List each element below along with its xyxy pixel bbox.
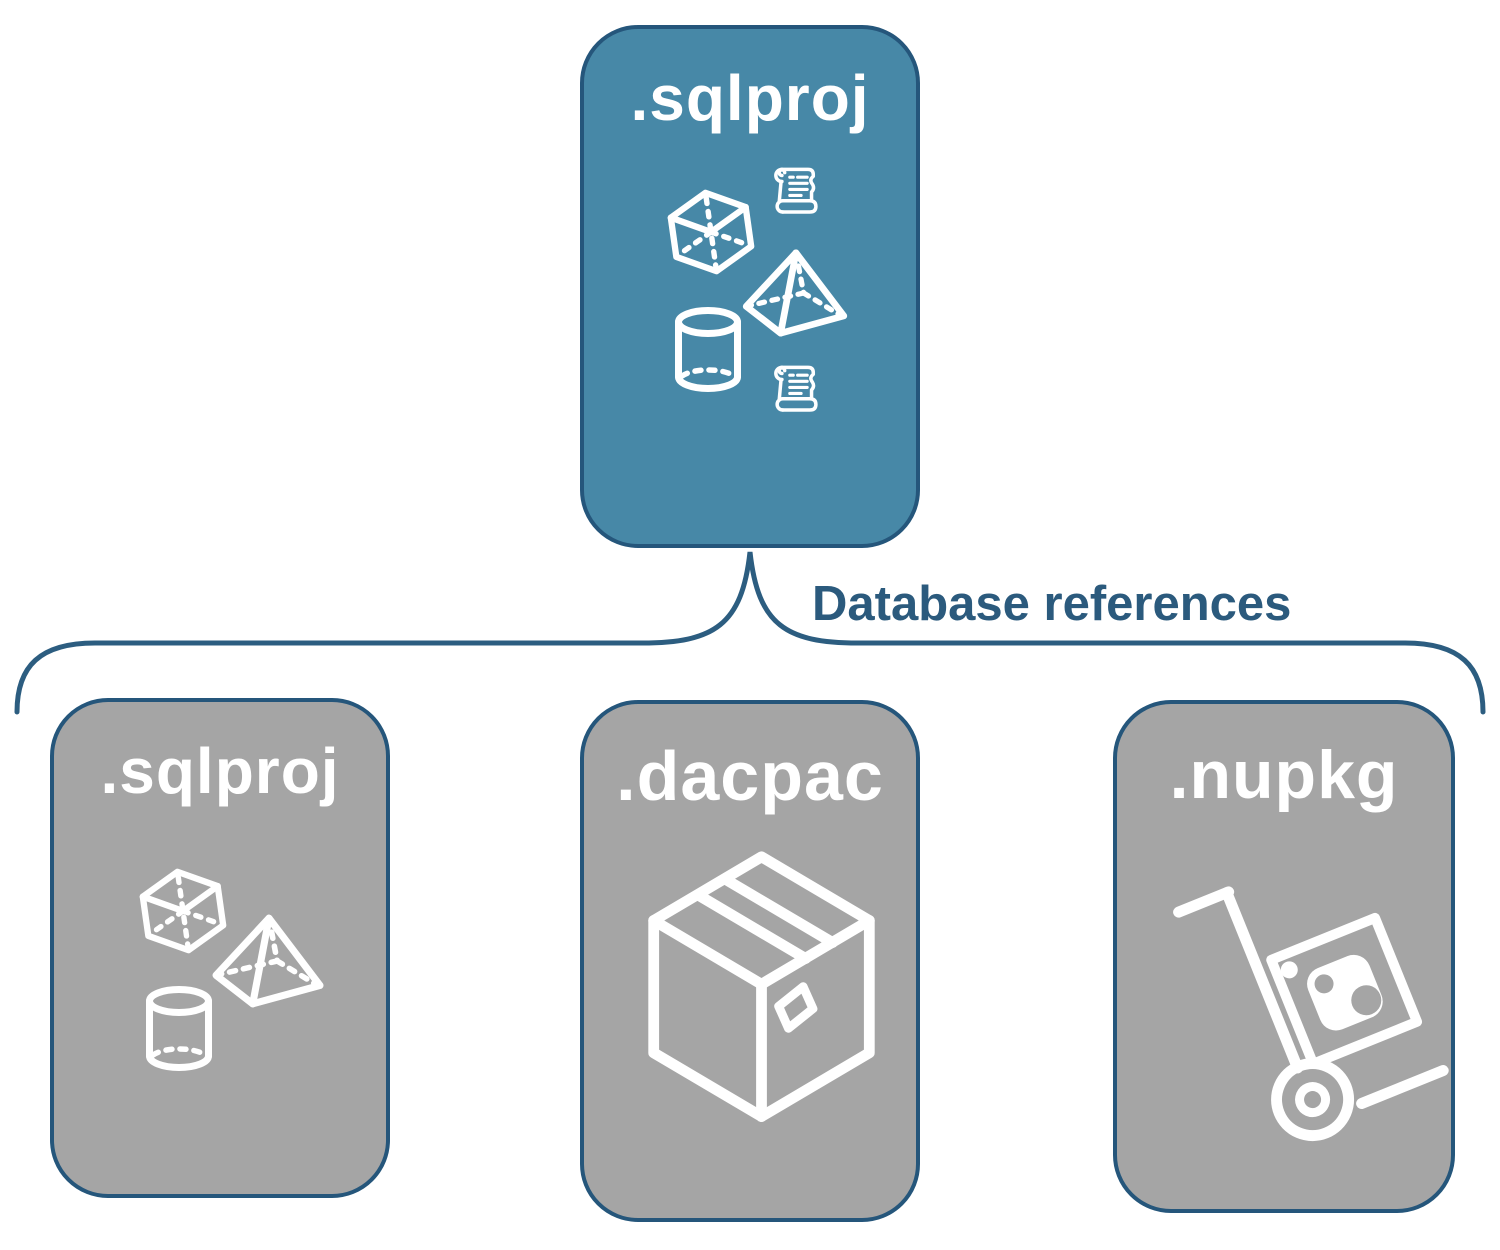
child-node-title: .nupkg xyxy=(1169,737,1399,813)
node-child-dacpac: .dacpac xyxy=(580,700,920,1222)
node-root-sqlproj: .sqlproj xyxy=(580,25,920,548)
pyramid-icon xyxy=(742,249,848,337)
cube-icon xyxy=(667,189,755,275)
root-node-title: .sqlproj xyxy=(630,62,870,134)
node-child-sqlproj: .sqlproj xyxy=(50,698,390,1198)
database-cylinder-icon xyxy=(146,986,212,1071)
pyramid-icon xyxy=(212,914,324,1008)
script-scroll-icon xyxy=(774,365,818,412)
child-node-title: .sqlproj xyxy=(100,735,340,807)
script-scroll-icon xyxy=(774,167,818,214)
connector-label: Database references xyxy=(812,577,1292,631)
nuget-hand-truck-icon xyxy=(1173,886,1449,1142)
child-node-title: .dacpac xyxy=(616,737,884,815)
package-box-icon xyxy=(648,851,875,1122)
database-cylinder-icon xyxy=(675,307,741,392)
node-child-nupkg: .nupkg xyxy=(1113,700,1455,1213)
cube-icon xyxy=(139,868,227,954)
